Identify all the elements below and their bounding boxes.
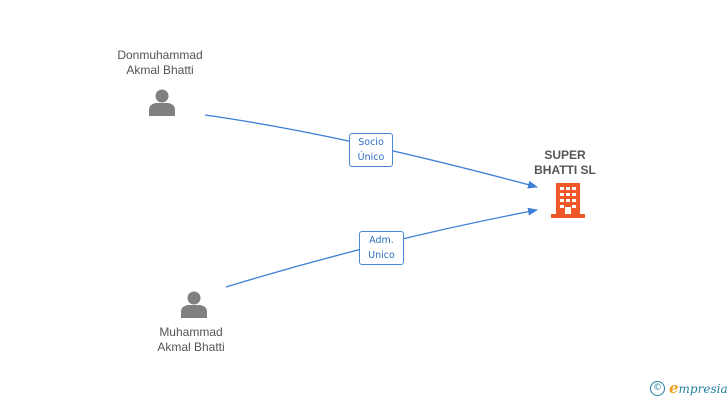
- edge-label-top-line1: Socio: [358, 137, 384, 148]
- empresia-logo: empresia: [669, 379, 728, 397]
- person-icon[interactable]: [180, 290, 208, 318]
- company-name-line1: SUPER: [544, 148, 586, 162]
- person-name-top[interactable]: Donmuhammad Akmal Bhatti: [70, 48, 250, 78]
- edge-label-top-line2: Único: [357, 152, 385, 163]
- empresia-watermark: © empresia: [650, 379, 728, 397]
- person-icon[interactable]: [148, 88, 176, 116]
- edge-label-bottom-line2: Unico: [368, 250, 395, 261]
- copyright-icon: ©: [650, 380, 665, 396]
- edge-label-bottom-line1: Adm.: [369, 235, 394, 246]
- person-name-bottom-line1: Muhammad: [159, 325, 223, 339]
- person-name-top-line1: Donmuhammad: [117, 48, 203, 62]
- building-icon[interactable]: [551, 183, 585, 219]
- edge-label-adm-unico[interactable]: Adm. Unico: [359, 231, 404, 265]
- person-name-top-line2: Akmal Bhatti: [126, 63, 194, 77]
- person-name-bottom-line2: Akmal Bhatti: [157, 340, 225, 354]
- person-name-bottom[interactable]: Muhammad Akmal Bhatti: [101, 325, 281, 355]
- empresia-logo-text: mpresia: [678, 382, 728, 396]
- company-name-line2: BHATTI SL: [534, 163, 596, 177]
- empresia-logo-initial: e: [669, 379, 679, 397]
- company-name[interactable]: SUPER BHATTI SL: [505, 148, 625, 178]
- edge-label-socio-unico[interactable]: Socio Único: [349, 133, 393, 167]
